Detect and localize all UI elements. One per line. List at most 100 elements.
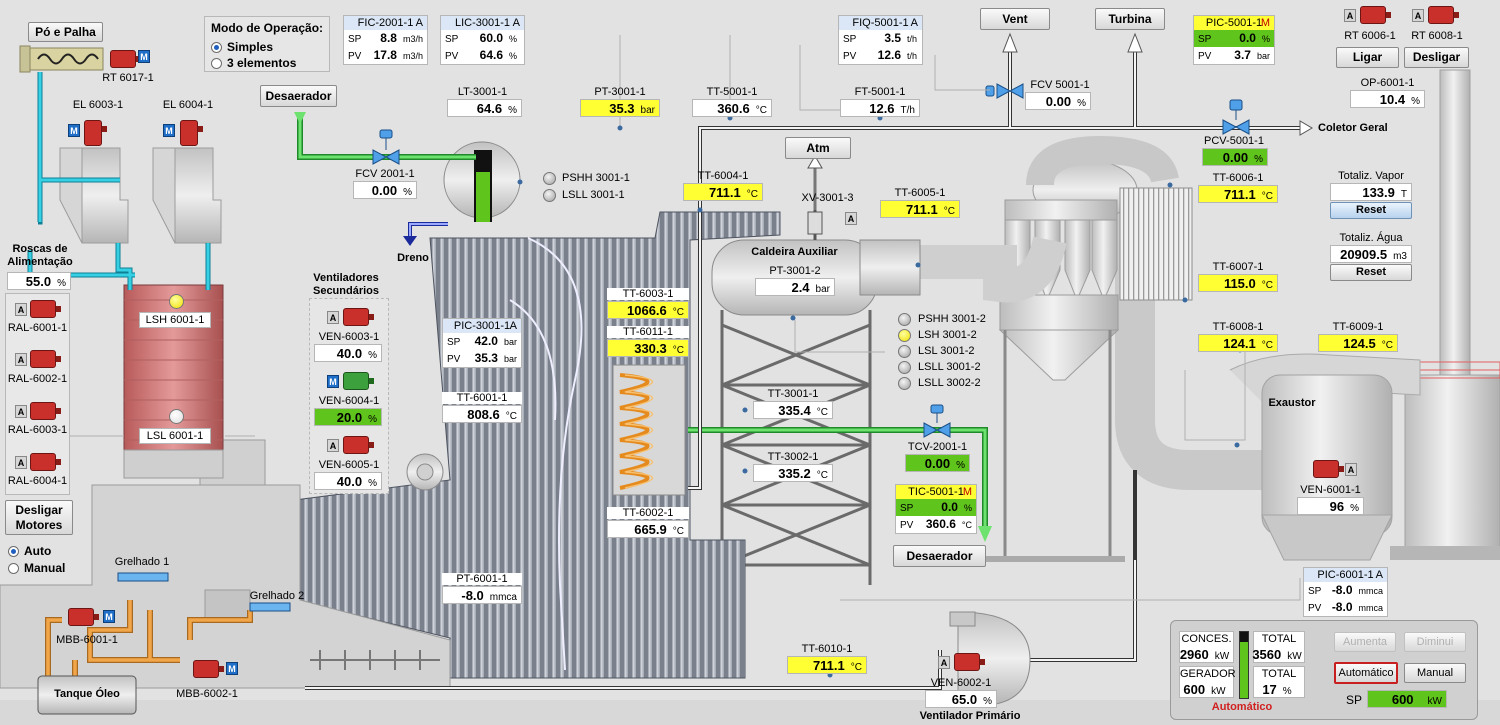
tt6004-value: 711.1°C <box>683 183 763 201</box>
total-kw-unit: kW <box>1287 651 1302 662</box>
conces-unit: kW <box>1214 651 1230 662</box>
diminui-button[interactable]: Diminui <box>1404 632 1466 652</box>
manual-button[interactable]: Manual <box>1404 663 1466 683</box>
fcv5001-number: 0.00 <box>1045 94 1072 109</box>
energy-sp-label: SP <box>1346 693 1363 707</box>
lsh6001-lamp <box>169 294 184 309</box>
rt6017-label: RT 6017-1 <box>102 72 154 84</box>
tt6003-value: 1066.6°C <box>607 301 689 319</box>
tt6010-number: 711.1 <box>812 658 845 673</box>
ven6003-value: 40.0% <box>314 344 382 362</box>
tic5001-sp-unit: % <box>963 503 972 513</box>
manual-radio[interactable] <box>8 563 19 574</box>
fiq5001-sp-label: SP <box>843 34 857 45</box>
lsl6001-lamp <box>169 409 184 424</box>
ral6002-motor-icon[interactable] <box>30 350 61 368</box>
lt3001-unit: % <box>508 105 517 116</box>
pic5001-mode: M <box>1260 17 1270 29</box>
ven6003-motor-icon[interactable] <box>343 308 374 326</box>
xv3001-label: XV-3001-3 <box>801 192 854 204</box>
ven6002-motor-icon[interactable] <box>954 653 985 671</box>
fcv2001-number: 0.00 <box>371 183 398 198</box>
exaustor-label: Exaustor <box>1268 397 1316 409</box>
ft5001-number: 12.6 <box>869 101 895 116</box>
pt3001-2-number: 2.4 <box>791 280 810 295</box>
ven6004-motor-icon[interactable] <box>343 372 374 390</box>
tt6002-unit: °C <box>672 526 684 537</box>
mbb6001-motor-icon[interactable] <box>68 608 99 626</box>
el6003-motor-icon[interactable] <box>84 120 107 146</box>
desligar-button[interactable]: Desligar <box>1404 47 1469 68</box>
tt6004-number: 711.1 <box>708 185 741 200</box>
pic3001-pv: 35.3 <box>474 351 498 365</box>
pic5001-pv-label: PV <box>1198 51 1212 62</box>
pic5001-sp-label: SP <box>1198 34 1212 45</box>
ven6005-motor-icon[interactable] <box>343 436 374 454</box>
ligar-button[interactable]: Ligar <box>1336 47 1399 68</box>
ventiladores-secundarios-label: Ventiladores Secundários <box>312 272 380 297</box>
ral6001-motor-icon[interactable] <box>30 300 61 318</box>
lt3001-value: 64.6% <box>447 99 522 117</box>
ven6001-motor-icon[interactable] <box>1313 460 1344 478</box>
lsl3001-2-lamp <box>898 345 911 358</box>
pcv5001-number: 0.00 <box>1222 150 1249 165</box>
total-kw-label: TOTAL <box>1261 633 1297 645</box>
rt6006-motor-icon[interactable] <box>1360 6 1391 24</box>
tcv2001-number: 0.00 <box>924 456 951 471</box>
rt6017-mode-badge: M <box>138 50 150 63</box>
el6003-mode-badge: M <box>68 124 80 137</box>
ral6003-motor-icon[interactable] <box>30 402 61 420</box>
automatico-button[interactable]: Automático <box>1334 662 1398 684</box>
rt6006-label: RT 6006-1 <box>1344 30 1396 42</box>
pic6001-mode: A <box>1375 569 1383 581</box>
tic5001-pv-unit: °C <box>961 520 972 530</box>
rt6008-motor-icon[interactable] <box>1428 6 1459 24</box>
pic5001-sp: 0.0 <box>1239 31 1256 45</box>
tic5001-sp-label: SP <box>900 503 914 514</box>
modo-3-elementos-radio[interactable] <box>211 58 222 69</box>
pic5001-name: PIC-5001-1 <box>1205 17 1263 29</box>
tt6002-name: TT-6002-1 <box>607 507 689 519</box>
caldeira-auxiliar-label: Caldeira Auxiliar <box>751 246 838 258</box>
tt6005-unit: °C <box>943 206 955 217</box>
ven6001-value: 96% <box>1297 497 1364 515</box>
fcv2001-value: 0.00% <box>353 181 417 199</box>
ven6004-unit: % <box>368 414 377 425</box>
gerador-value: 600 <box>1183 682 1206 697</box>
conces-label: CONCES. <box>1181 633 1232 645</box>
el6004-motor-icon[interactable] <box>180 120 203 146</box>
tt6006-name: TT-6006-1 <box>1212 172 1264 184</box>
po-e-palha-label: Pó e Palha <box>28 22 103 42</box>
fic2001-pv-label: PV <box>348 51 362 62</box>
ral6003-label: RAL-6003-1 <box>7 424 68 436</box>
grelhado2-label: Grelhado 2 <box>249 590 305 602</box>
aumenta-button[interactable]: Aumenta <box>1334 632 1396 652</box>
tic5001-name: TIC-5001-1 <box>908 486 964 498</box>
rt6017-motor-icon[interactable] <box>110 50 141 68</box>
mbb6002-motor-icon[interactable] <box>193 660 224 678</box>
reset-vapor-button[interactable]: Reset <box>1330 202 1412 219</box>
energy-sp-number: 600 <box>1391 692 1414 707</box>
ven6005-value: 40.0% <box>314 472 382 490</box>
tt6010-value: 711.1°C <box>787 656 867 674</box>
pic5001-pv: 3.7 <box>1234 48 1251 62</box>
modo-simples-radio[interactable] <box>211 42 222 53</box>
reset-agua-button[interactable]: Reset <box>1330 264 1412 281</box>
desaerador-top-label: Desaerador <box>260 85 337 107</box>
fic2001-name: FIC-2001-1 <box>357 17 414 29</box>
auto-radio[interactable] <box>8 546 19 557</box>
ral6002-mode-badge: A <box>15 353 27 366</box>
desligar-motores-button[interactable]: Desligar Motores <box>5 500 73 535</box>
ral6004-motor-icon[interactable] <box>30 453 61 471</box>
ven6001-mode-badge: A <box>1345 463 1357 476</box>
tt3001-value: 335.4°C <box>753 401 833 419</box>
